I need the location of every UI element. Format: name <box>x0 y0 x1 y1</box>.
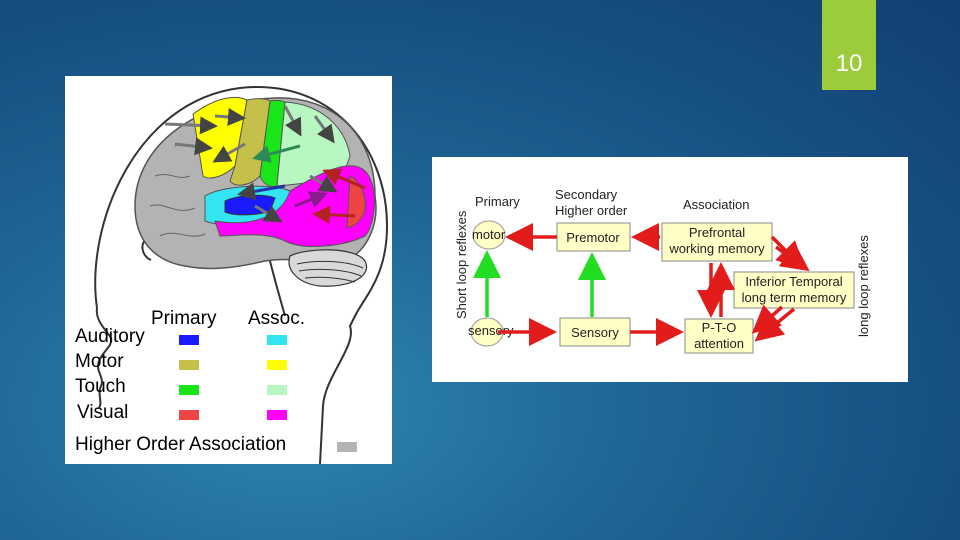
page-number: 10 <box>835 50 863 77</box>
node-sensory-secondary-shape <box>559 317 631 347</box>
header-primary: Primary <box>475 194 520 209</box>
legend-swatch-motor-primary <box>179 360 199 370</box>
node-pto-label-line1: P-T-O <box>702 320 737 335</box>
header-association: Association <box>683 197 749 212</box>
legend-swatch-visual-assoc <box>267 410 287 420</box>
node-prefrontal-shape <box>661 222 773 262</box>
loop-reflex-diagram: Primary Secondary Higher order Associati… <box>454 187 871 354</box>
legend-swatch-auditory-primary <box>179 335 199 345</box>
brain-stem <box>269 260 286 317</box>
legend-label-higher-order: Higher Order Association <box>75 434 287 455</box>
node-inferior-temporal-label-line2: long term memory <box>742 290 847 305</box>
legend-swatch-visual-primary <box>179 410 199 420</box>
legend-swatch-higher-order <box>337 442 357 452</box>
node-inferior-temporal-label-line1: Inferior Temporal <box>745 274 842 289</box>
brain-illustration <box>94 86 389 464</box>
node-sensory-primary-label: sensory <box>468 323 514 338</box>
node-pto-shape <box>684 318 754 354</box>
node-prefrontal-label-line1: Prefrontal <box>689 225 745 240</box>
green-pathway-arrows <box>473 250 606 317</box>
node-sensory-secondary-label: Sensory <box>571 325 619 340</box>
side-label-short-loop: Short loop reflexes <box>454 210 469 319</box>
legend-header-primary: Primary <box>151 308 217 329</box>
face-profile <box>95 307 113 409</box>
page-number-box: 10 <box>822 0 876 90</box>
node-prefrontal-label-line2: working memory <box>668 241 765 256</box>
header-secondary-line2: Higher order <box>555 203 628 218</box>
legend-swatch-touch-assoc <box>267 385 287 395</box>
node-inferior-temporal-shape <box>733 271 855 309</box>
head-outline <box>94 86 389 464</box>
cerebellum <box>288 249 368 287</box>
flow-diagram-panel: Primary Secondary Higher order Associati… <box>432 157 908 382</box>
legend-label-visual: Visual <box>77 402 129 423</box>
legend-label-touch: Touch <box>75 376 126 397</box>
legend-label-auditory: Auditory <box>75 326 145 347</box>
node-pto-label-line2: attention <box>694 336 744 351</box>
legend-header-assoc: Assoc. <box>248 308 306 329</box>
brain-pathway-arrows <box>164 105 366 224</box>
node-motor-label: motor <box>472 227 506 242</box>
header-secondary-line1: Secondary <box>555 187 618 202</box>
legend-swatch-auditory-assoc <box>267 335 287 345</box>
red-pathway-arrows <box>498 223 810 346</box>
legend-swatch-motor-assoc <box>267 360 287 370</box>
node-premotor-shape <box>556 222 631 252</box>
legend-swatch-touch-primary <box>179 385 199 395</box>
side-label-long-loop: long loop reflexes <box>856 235 871 337</box>
node-premotor-label: Premotor <box>566 230 620 245</box>
brain-figure-panel: Primary Assoc. Auditory Motor Touch Visu… <box>65 76 392 464</box>
legend-label-motor: Motor <box>75 351 124 372</box>
